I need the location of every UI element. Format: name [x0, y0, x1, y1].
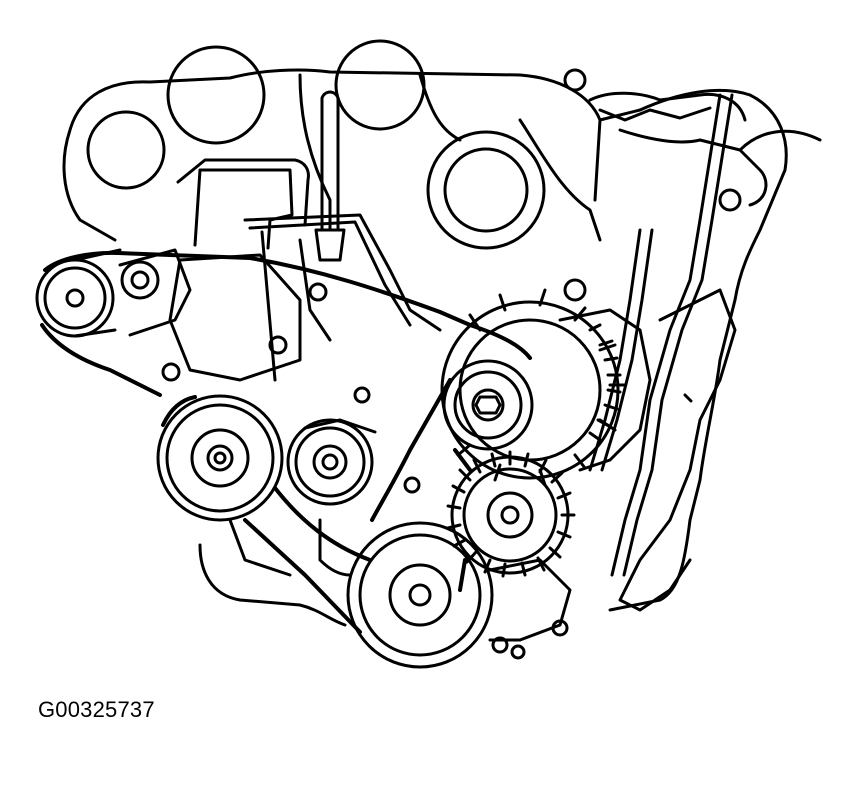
crankshaft-pulley: [158, 396, 282, 520]
engine-block-outline: [64, 70, 786, 610]
belt-tensioner-pulley: [448, 452, 574, 576]
pipe-bracket: [178, 160, 440, 380]
hose-right: [612, 95, 732, 575]
wiring-harness: [590, 93, 820, 205]
lower-housing: [200, 520, 350, 625]
ac-compressor-pulley: [348, 523, 570, 667]
bolts: [163, 190, 740, 492]
alternator-pulley: [444, 361, 532, 449]
cover-contour: [300, 75, 600, 240]
alternator: [442, 290, 650, 485]
hose-center: [590, 230, 652, 470]
drive-belt: [42, 253, 530, 632]
mounting-bracket: [170, 255, 300, 380]
dipstick-tube: [316, 92, 344, 260]
figure-id: G00325737: [38, 697, 155, 722]
right-bracket: [620, 290, 735, 610]
idler-pulley: [288, 420, 375, 504]
